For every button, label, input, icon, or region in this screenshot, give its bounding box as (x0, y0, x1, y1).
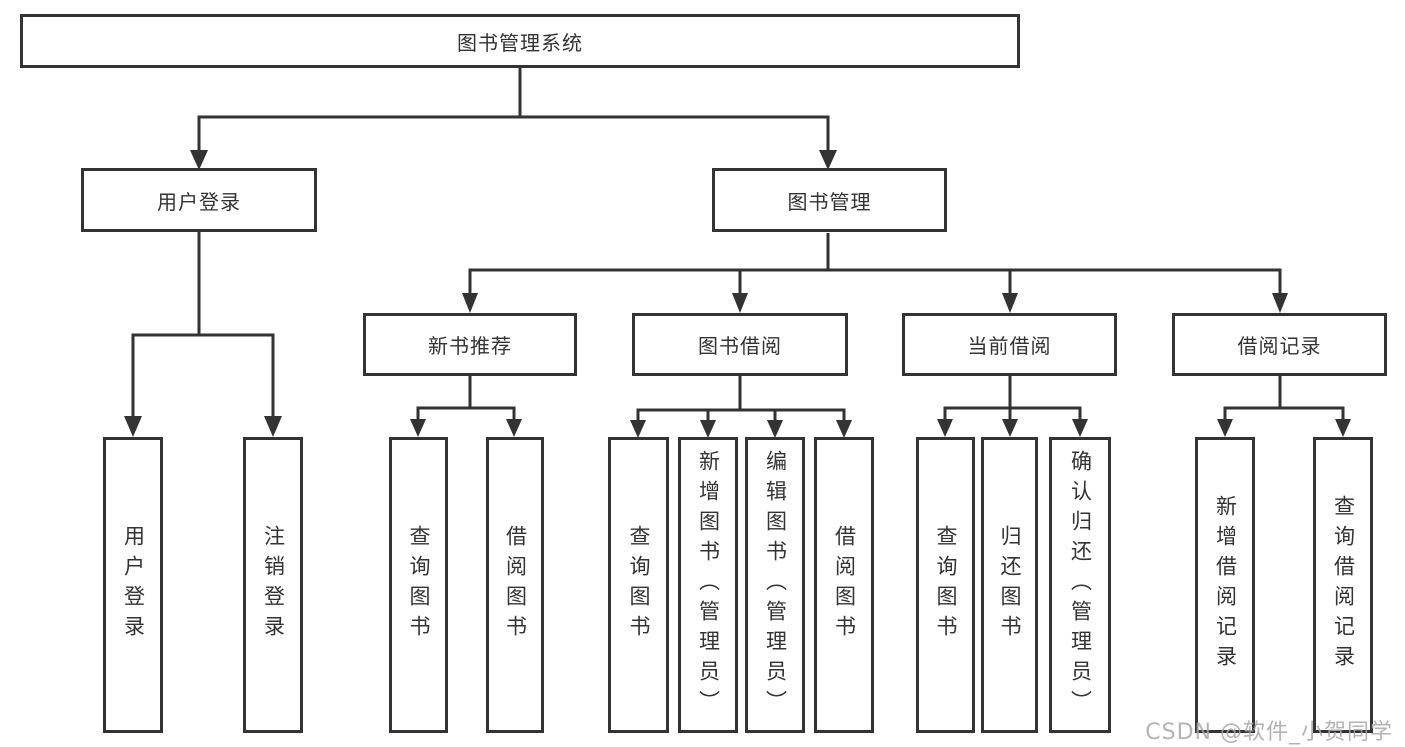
leaf-user-login: 用户登录 (103, 437, 163, 733)
connector-current-borrow-to-leaves (937, 376, 1088, 437)
connector-new-books-to-leaves (410, 376, 522, 437)
leaf-return-books: 归还图书 (981, 437, 1038, 733)
connector-book-borrow-to-leaves (630, 376, 852, 438)
node-new-book-recommend: 新书推荐 (363, 313, 577, 376)
leaf-confirm-return-admin: 确认归还（管理员） (1049, 437, 1111, 733)
connector-borrow-records-to-leaves (1217, 376, 1351, 437)
leaf-query-borrow-record: 查询借阅记录 (1313, 437, 1373, 733)
leaf-edit-books-admin: 编辑图书（管理员） (745, 437, 805, 733)
node-borrow-records: 借阅记录 (1172, 313, 1387, 376)
connector-user-login-to-leaves (124, 232, 282, 437)
leaf-borrow-books-recommend: 借阅图书 (486, 437, 544, 733)
node-book-management: 图书管理 (712, 168, 947, 232)
connector-book-mgmt-to-level3 (462, 233, 1288, 313)
leaf-logout: 注销登录 (243, 437, 303, 733)
node-book-borrow: 图书借阅 (632, 313, 848, 376)
node-current-borrow: 当前借阅 (902, 313, 1117, 376)
leaf-query-books-recommend: 查询图书 (389, 437, 448, 733)
leaf-query-books-current: 查询图书 (916, 437, 975, 733)
leaf-query-books-borrow: 查询图书 (608, 437, 669, 733)
leaf-add-borrow-record: 新增借阅记录 (1195, 437, 1255, 733)
node-user-login: 用户登录 (81, 168, 317, 232)
leaf-add-books-admin: 新增图书（管理员） (678, 437, 738, 733)
connector-root-to-level2 (190, 68, 837, 170)
node-root: 图书管理系统 (20, 14, 1020, 68)
leaf-borrow-books: 借阅图书 (814, 437, 874, 733)
csdn-watermark: CSDN @软件_小贺同学 (1145, 720, 1393, 745)
